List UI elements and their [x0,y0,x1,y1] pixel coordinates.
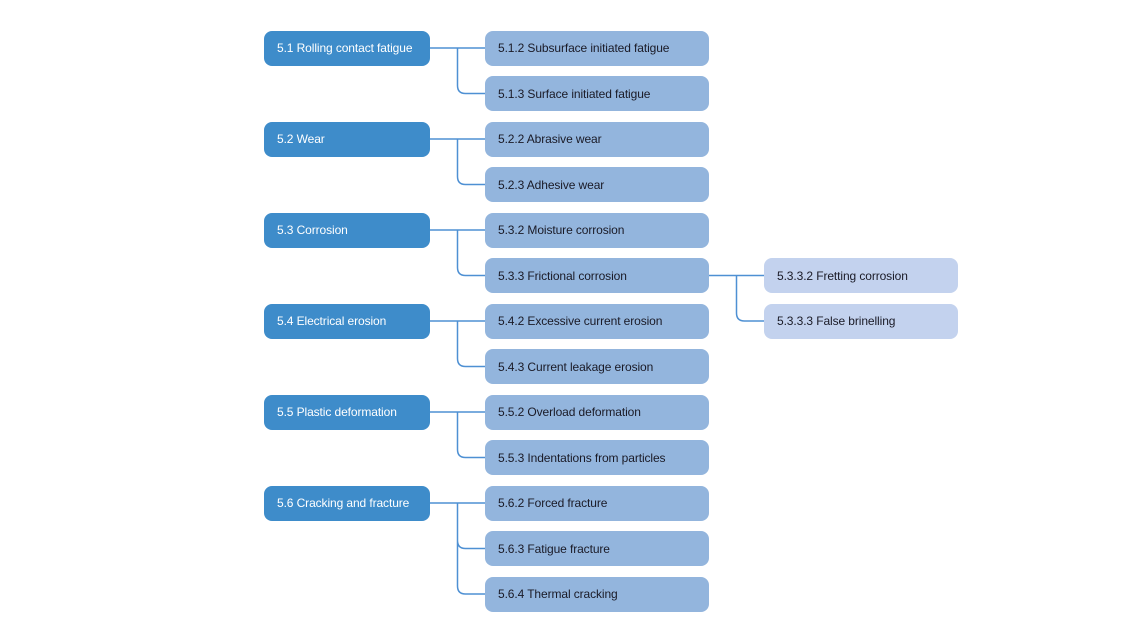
node-5-1: 5.1 Rolling contact fatigue [264,30,430,66]
node-5-5: 5.5 Plastic deformation [264,394,430,430]
node-label: 5.2.2 Abrasive wear [498,132,602,146]
node-5-4-3: 5.4.3 Current leakage erosion [485,349,709,384]
node-label: 5.3.3 Frictional corrosion [498,268,627,283]
node-5-1-3: 5.1.3 Surface initiated fatigue [485,76,709,111]
node-5-3-3-3: 5.3.3.3 False brinelling [764,303,958,339]
node-5-4: 5.4 Electrical erosion [264,303,430,339]
node-label: 5.4.2 Excessive current erosion [498,314,663,328]
node-label: 5.6.3 Fatigue fracture [498,541,610,556]
node-label: 5.5.3 Indentations from particles [498,450,666,465]
node-5-6-4: 5.6.4 Thermal cracking [485,576,709,612]
node-label: 5.3.3.3 False brinelling [777,314,896,328]
node-5-3-3-2: 5.3.3.2 Fretting corrosion [764,258,958,293]
node-5-2-2: 5.2.2 Abrasive wear [485,121,709,157]
node-label: 5.2 Wear [277,132,325,146]
node-label: 5.3.2 Moisture corrosion [498,223,625,237]
node-5-6-3: 5.6.3 Fatigue fracture [485,531,709,566]
node-label: 5.6 Cracking and fracture [277,496,410,510]
node-5-3-3: 5.3.3 Frictional corrosion [485,258,709,293]
node-5-4-2: 5.4.2 Excessive current erosion [485,303,709,339]
node-label: 5.5.2 Overload deformation [498,405,641,419]
node-5-6-2: 5.6.2 Forced fracture [485,485,709,521]
node-5-3: 5.3 Corrosion [264,212,430,248]
node-label: 5.1.2 Subsurface initiated fatigue [498,41,670,55]
node-label: 5.1 Rolling contact fatigue [277,41,413,55]
node-5-5-3: 5.5.3 Indentations from particles [485,440,709,475]
node-label: 5.3.3.2 Fretting corrosion [777,268,908,283]
node-label: 5.3 Corrosion [277,223,348,237]
node-5-2-3: 5.2.3 Adhesive wear [485,167,709,202]
node-label: 5.2.3 Adhesive wear [498,177,605,192]
node-5-5-2: 5.5.2 Overload deformation [485,394,709,430]
node-label: 5.4.3 Current leakage erosion [498,359,654,374]
node-5-2: 5.2 Wear [264,121,430,157]
node-label: 5.5 Plastic deformation [277,405,397,419]
node-label: 5.4 Electrical erosion [277,314,387,328]
node-5-6: 5.6 Cracking and fracture [264,485,430,521]
node-label: 5.6.2 Forced fracture [498,496,608,510]
node-label: 5.6.4 Thermal cracking [498,587,618,601]
node-label: 5.1.3 Surface initiated fatigue [498,86,651,101]
node-5-3-2: 5.3.2 Moisture corrosion [485,212,709,248]
node-5-1-2: 5.1.2 Subsurface initiated fatigue [485,30,709,66]
